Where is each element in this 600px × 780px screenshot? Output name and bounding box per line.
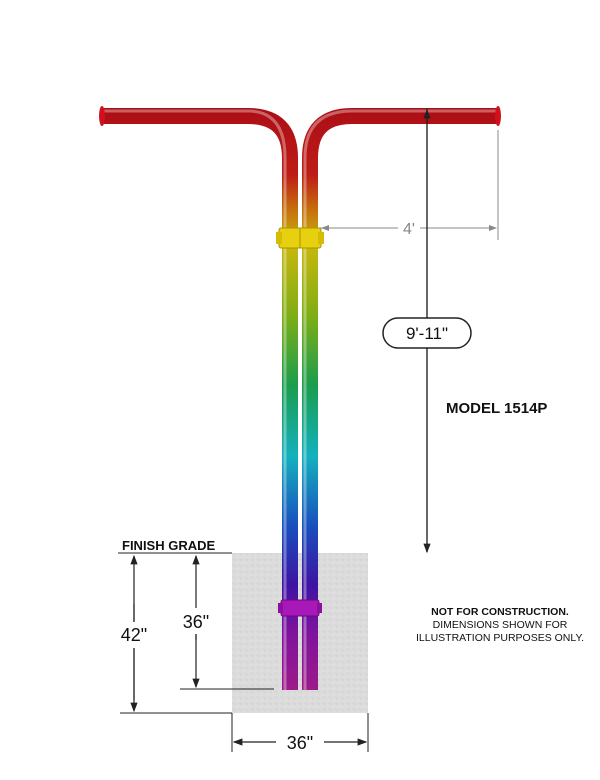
post-embed-value: 36" <box>183 612 209 632</box>
right-post <box>302 106 501 690</box>
disclaimer-line-1: NOT FOR CONSTRUCTION. <box>431 606 569 618</box>
model-label: MODEL 1514P <box>446 400 547 417</box>
upper-clamp <box>276 227 324 249</box>
disclaimer-line-3: ILLUSTRATION PURPOSES ONLY. <box>416 632 584 644</box>
pole-height-dimension: 9'-11" <box>382 108 472 554</box>
disclaimer-line-2: DIMENSIONS SHOWN FOR <box>433 619 568 631</box>
footing-depth-value: 42" <box>121 625 147 645</box>
disclaimer: NOT FOR CONSTRUCTION. DIMENSIONS SHOWN F… <box>416 606 584 644</box>
finish-grade-label: FINISH GRADE <box>122 538 216 553</box>
lower-clamp <box>278 599 322 617</box>
pole-height-value: 9'-11" <box>406 324 448 343</box>
arm-reach-value: 4' <box>403 221 415 238</box>
left-arm-end-cap <box>99 106 105 126</box>
post-embed-dimension: 36" <box>174 554 274 690</box>
pole-height-callout-box <box>382 317 472 349</box>
footing-depth-dimension: 42" <box>110 554 232 714</box>
concrete-footing <box>232 553 368 713</box>
footing-width-dimension: 36" <box>231 713 369 753</box>
right-arm-end-cap <box>495 106 501 126</box>
footing-width-value: 36" <box>287 733 313 753</box>
arm-reach-dimension: 4' <box>320 130 499 240</box>
left-post <box>99 106 298 690</box>
